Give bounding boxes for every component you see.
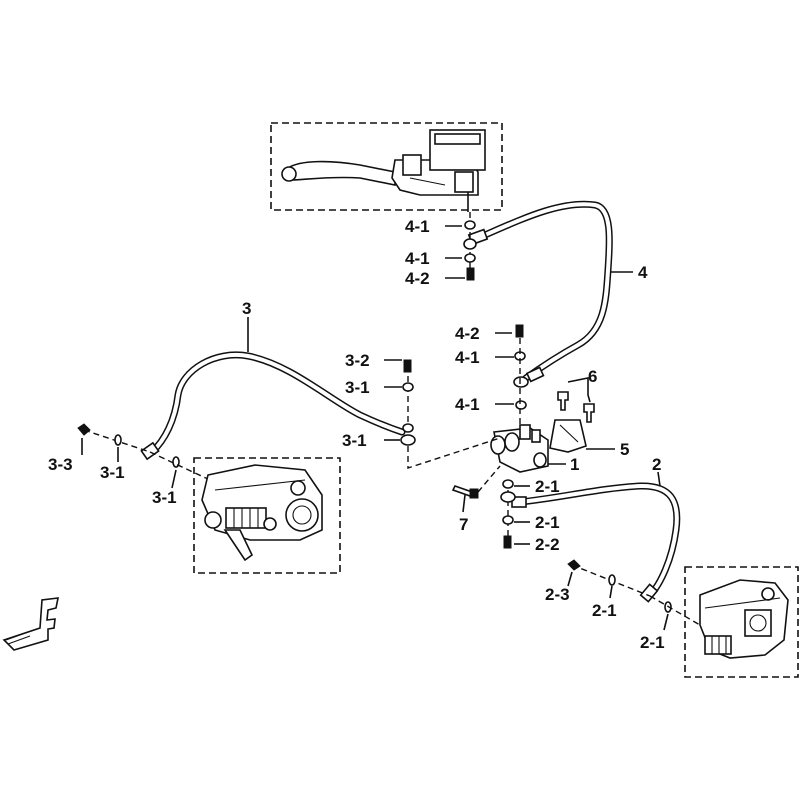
left-brake-caliper bbox=[193, 457, 341, 574]
brake-hose-4 bbox=[467, 200, 613, 383]
brake-junction-block bbox=[490, 424, 549, 473]
label-4-2: 4-2 bbox=[405, 269, 430, 288]
label-3-2: 3-2 bbox=[345, 351, 370, 370]
label-6: 6 bbox=[588, 367, 597, 386]
label-7: 7 bbox=[459, 515, 468, 534]
label-2-1: 2-1 bbox=[640, 633, 665, 652]
label-3-1: 3-1 bbox=[342, 431, 367, 450]
brake-hose-3 bbox=[140, 351, 406, 461]
label-5: 5 bbox=[620, 440, 629, 459]
front-direction-arrow-icon bbox=[2, 597, 60, 651]
label-2: 2 bbox=[652, 455, 661, 474]
label-4: 4 bbox=[638, 263, 648, 282]
fasteners-2 bbox=[500, 479, 701, 626]
label-2-1: 2-1 bbox=[535, 477, 560, 496]
label-1: 1 bbox=[570, 455, 579, 474]
leader-lines bbox=[81, 225, 669, 631]
bracket-5-and-bolts-6 bbox=[549, 391, 595, 453]
label-4-1: 4-1 bbox=[405, 217, 430, 236]
label-3: 3 bbox=[242, 299, 251, 318]
label-2-1: 2-1 bbox=[535, 513, 560, 532]
fasteners-3 bbox=[77, 359, 501, 481]
label-3-1: 3-1 bbox=[345, 378, 370, 397]
label-2-3: 2-3 bbox=[545, 585, 570, 604]
label-3-1: 3-1 bbox=[100, 463, 125, 482]
fasteners-4 bbox=[463, 212, 529, 425]
label-4-2: 4-2 bbox=[455, 324, 480, 343]
label-3-3: 3-3 bbox=[48, 455, 73, 474]
label-3-1: 3-1 bbox=[152, 488, 177, 507]
master-cylinder-assembly bbox=[270, 122, 503, 212]
right-brake-caliper bbox=[684, 566, 799, 678]
brake-hose-2 bbox=[511, 482, 681, 603]
callout-labels: 4-1 4-1 4-2 4 4-2 4-1 4-1 6 5 1 3 3-2 3-… bbox=[48, 217, 665, 652]
label-2-2: 2-2 bbox=[535, 535, 560, 554]
label-4-1: 4-1 bbox=[405, 249, 430, 268]
label-2-1: 2-1 bbox=[592, 601, 617, 620]
label-4-1: 4-1 bbox=[455, 395, 480, 414]
bolt-7 bbox=[451, 465, 501, 499]
label-4-1: 4-1 bbox=[455, 348, 480, 367]
